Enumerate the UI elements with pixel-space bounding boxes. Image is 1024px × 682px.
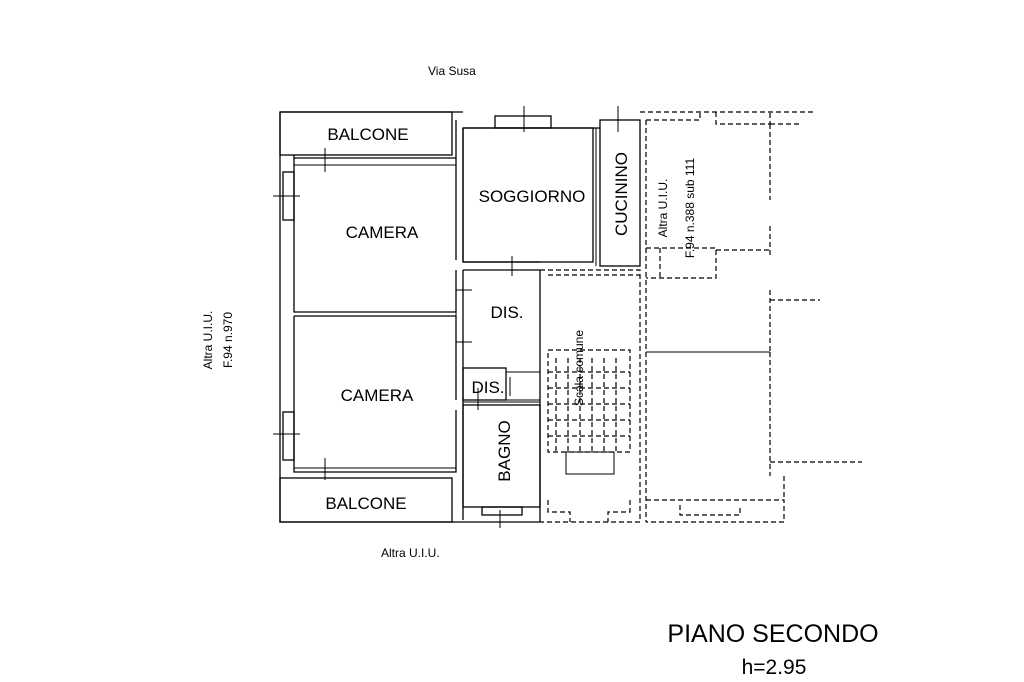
- room-label-dis-2: DIS.: [471, 378, 504, 397]
- room-label-bagno: BAGNO: [495, 420, 514, 481]
- left-adjacent-label-line1: Altra U.I.U.: [201, 311, 215, 370]
- room-label-camera-top: CAMERA: [346, 223, 419, 242]
- left-adjacent-label-line2: F.94 n.970: [221, 312, 235, 368]
- floor-height: h=2.95: [742, 656, 807, 679]
- right-adjacent-label-line2: F.94 n.388 sub 111: [683, 158, 697, 259]
- room-label-dis-1: DIS.: [490, 303, 523, 322]
- room-label-soggiorno: SOGGIORNO: [479, 187, 586, 206]
- floor-title: PIANO SECONDO: [667, 620, 878, 648]
- unit-walls: [279, 111, 641, 523]
- street-label: Via Susa: [428, 64, 476, 78]
- bottom-adjacent-label: Altra U.I.U.: [381, 546, 440, 560]
- room-label-balcone-bottom: BALCONE: [325, 494, 406, 513]
- opening-marks: [273, 106, 619, 528]
- room-label-balcone-top: BALCONE: [327, 125, 408, 144]
- room-label-scala-comune: Scala comune: [572, 330, 586, 406]
- room-label-cucinino: CUCININO: [612, 152, 631, 236]
- adjacent-unit-right: [640, 111, 862, 523]
- room-label-camera-bottom: CAMERA: [341, 386, 414, 405]
- common-staircase: [540, 269, 641, 523]
- right-adjacent-label-line1: Altra U.I.U.: [656, 179, 670, 238]
